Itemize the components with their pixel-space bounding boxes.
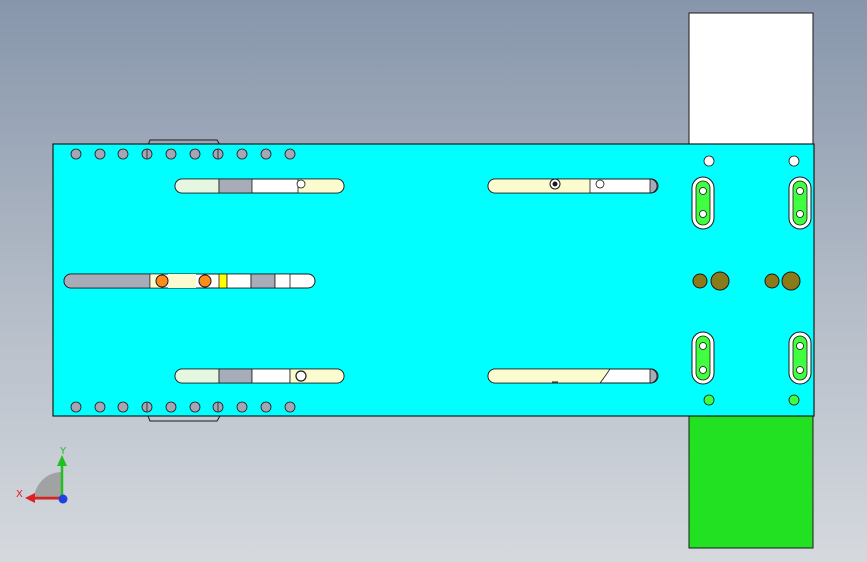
- hole: [94, 148, 106, 160]
- hole: [260, 148, 272, 160]
- x-axis-arrow-icon: [25, 493, 35, 503]
- y-axis-label: Y: [59, 446, 67, 457]
- small-green-hole: [788, 394, 800, 406]
- small-green-hole: [703, 394, 715, 406]
- middle-slot[interactable]: [63, 273, 316, 289]
- axis-triad: Y X: [16, 446, 68, 504]
- upper-right-slot[interactable]: [487, 178, 659, 194]
- lower-green-block[interactable]: [688, 411, 814, 549]
- olive-bolts: [692, 271, 801, 291]
- orange-pin: [198, 274, 212, 288]
- orange-pin: [155, 274, 169, 288]
- hole: [117, 148, 129, 160]
- x-axis-label: X: [16, 489, 23, 500]
- bottom-hole-row: [70, 401, 296, 413]
- upper-white-block[interactable]: [688, 12, 814, 149]
- z-axis-icon: [58, 494, 68, 504]
- vertical-slot-top-left[interactable]: [691, 176, 715, 230]
- top-tab: [147, 139, 221, 146]
- hole: [189, 401, 201, 413]
- hole: [236, 401, 248, 413]
- bottom-tab: [147, 415, 221, 422]
- slot-pin: [595, 179, 605, 189]
- hole: [260, 401, 272, 413]
- bolt: [710, 271, 730, 291]
- vertical-slot-top-right[interactable]: [788, 176, 812, 230]
- hole: [70, 148, 82, 160]
- hole: [117, 401, 129, 413]
- vertical-slot-bottom-left[interactable]: [691, 331, 715, 385]
- top-hole-row: [70, 148, 296, 160]
- upper-left-slot[interactable]: [174, 178, 345, 194]
- small-white-hole: [703, 155, 715, 167]
- hole: [165, 148, 177, 160]
- slot-pin: [296, 179, 306, 189]
- small-white-hole: [788, 155, 800, 167]
- y-axis-arrow-icon: [57, 455, 67, 466]
- lower-left-slot[interactable]: [174, 368, 345, 384]
- bolt: [781, 271, 801, 291]
- hole: [165, 401, 177, 413]
- hole: [284, 401, 296, 413]
- bolt: [764, 273, 780, 289]
- slot-pin: [295, 370, 307, 382]
- bolt: [692, 273, 708, 289]
- triad-plane-icon: [34, 472, 62, 500]
- lower-right-slot[interactable]: [487, 368, 659, 384]
- hole: [236, 148, 248, 160]
- hole: [94, 401, 106, 413]
- hole: [284, 148, 296, 160]
- vertical-slot-bottom-right[interactable]: [788, 331, 812, 385]
- hole: [189, 148, 201, 160]
- hole: [70, 401, 82, 413]
